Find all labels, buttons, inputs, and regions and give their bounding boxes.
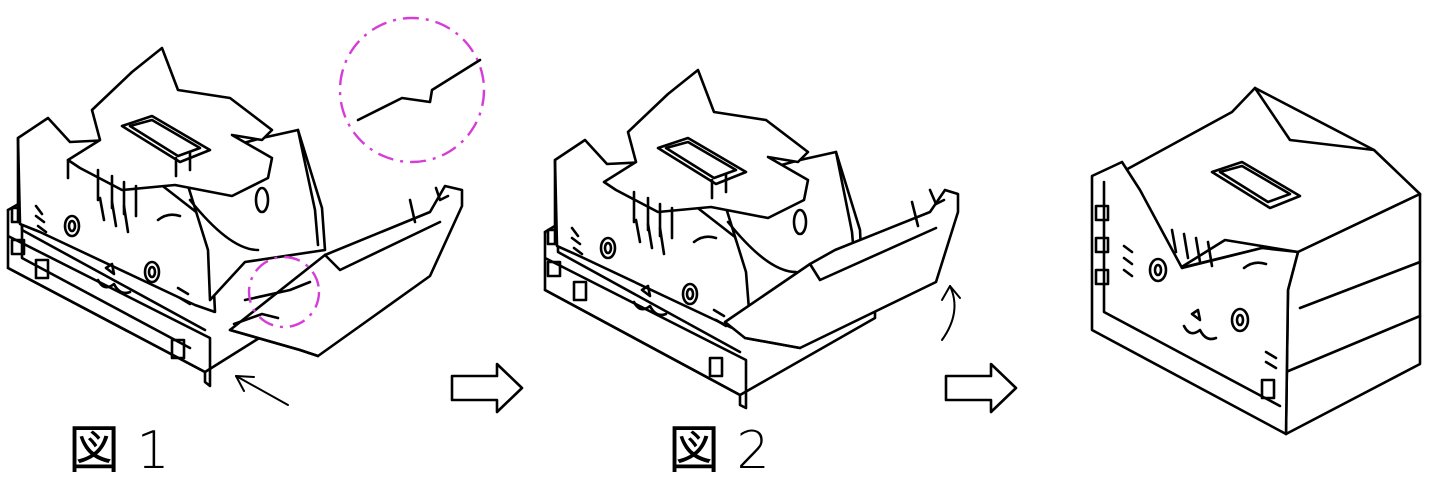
figure-2-caption: 図 2 xyxy=(668,421,770,481)
assembled-box xyxy=(1090,86,1422,436)
right-arrow-icon xyxy=(944,362,1018,414)
top-lid xyxy=(66,46,274,218)
side-panel xyxy=(723,188,960,350)
figure-2-drawing xyxy=(543,68,961,410)
right-arrow-icon xyxy=(450,362,524,414)
figure-1-drawing xyxy=(6,16,486,406)
detail-callout xyxy=(247,16,486,329)
figure-1-caption: 図 1 xyxy=(68,421,170,481)
top-lid xyxy=(602,68,810,240)
rotate-arrow-icon xyxy=(941,285,961,341)
figure-3-drawing xyxy=(1090,86,1422,436)
side-panel xyxy=(228,184,464,358)
push-arrow-icon xyxy=(235,375,289,406)
